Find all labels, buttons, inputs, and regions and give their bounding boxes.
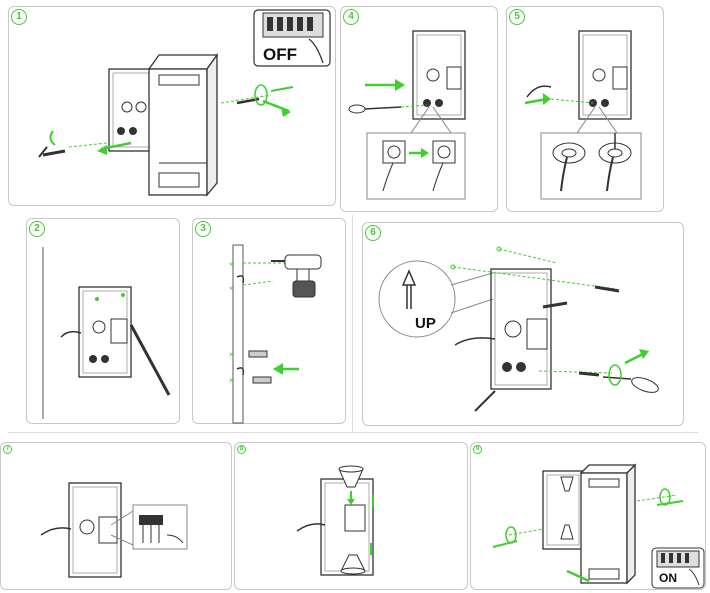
svg-text:×: × bbox=[229, 260, 234, 269]
on-label: ON bbox=[659, 571, 677, 585]
step-5-panel: 5 bbox=[506, 6, 664, 212]
step-number-5: 5 bbox=[509, 9, 525, 25]
step-3-illustration: × × × × bbox=[229, 244, 322, 424]
step-3-panel: 3 × × × × bbox=[192, 218, 346, 424]
step-number-2: 2 bbox=[29, 221, 45, 237]
step-number-9: 9 bbox=[473, 445, 482, 454]
step-7-illustration bbox=[40, 482, 188, 578]
off-label: OFF bbox=[263, 45, 297, 64]
divider-vertical bbox=[352, 215, 353, 433]
step-number-1: 1 bbox=[11, 9, 27, 25]
step-6-panel: 6 UP bbox=[362, 222, 684, 426]
svg-text:×: × bbox=[229, 376, 234, 385]
step-6-illustration bbox=[378, 246, 659, 412]
step-8-panel: 8 bbox=[234, 442, 468, 590]
breaker-off-icon bbox=[253, 9, 331, 67]
step-8-illustration bbox=[296, 465, 374, 576]
breaker-on-icon bbox=[651, 547, 705, 589]
step-5-illustration bbox=[524, 30, 642, 200]
step-2-illustration bbox=[42, 247, 171, 419]
step-7-panel: 7 bbox=[0, 442, 232, 590]
step-9-panel: 9 ON bbox=[470, 442, 706, 590]
step-number-7: 7 bbox=[3, 445, 12, 454]
svg-text:×: × bbox=[229, 350, 234, 359]
step-number-6: 6 bbox=[365, 225, 381, 241]
svg-text:×: × bbox=[229, 284, 234, 293]
step-number-3: 3 bbox=[195, 221, 211, 237]
step-2-panel: 2 bbox=[26, 218, 180, 424]
step-9-illustration bbox=[492, 463, 684, 585]
step-number-4: 4 bbox=[343, 9, 359, 25]
step-4-panel: 4 bbox=[340, 6, 498, 212]
divider-horizontal bbox=[8, 432, 698, 433]
step-number-8: 8 bbox=[237, 445, 246, 454]
step-4-illustration bbox=[348, 30, 466, 200]
step-1-panel: 1 O bbox=[8, 6, 336, 206]
up-label: UP bbox=[415, 315, 436, 332]
step-1-illustration bbox=[38, 52, 294, 197]
